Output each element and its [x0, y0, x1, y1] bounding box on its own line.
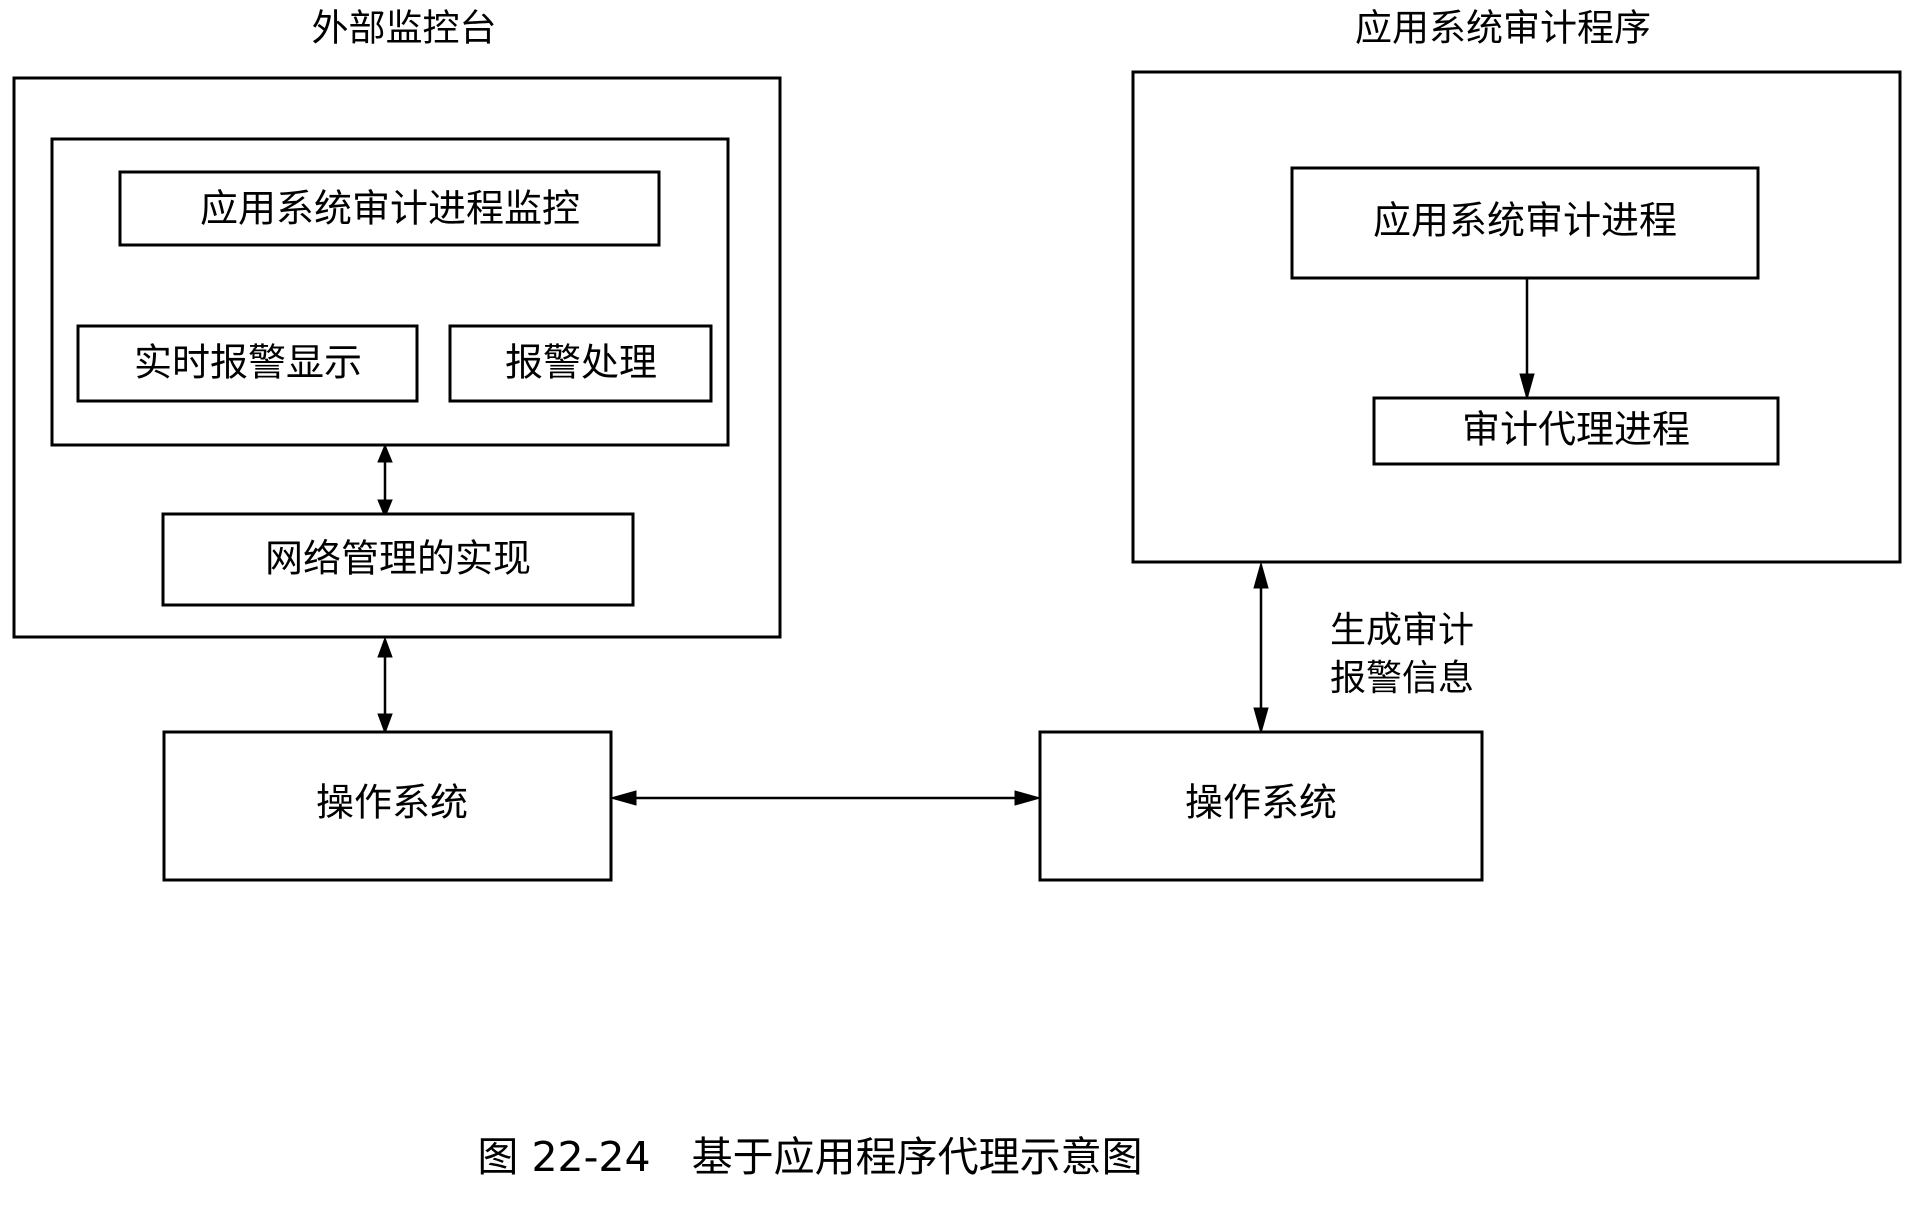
edge-label-generate-audit-line1: 生成审计: [1330, 610, 1474, 651]
edge-external-panel-to-os-left: [377, 636, 393, 735]
box-audit-agent-process[interactable]: [1372, 396, 1780, 466]
panel-monitor-inner-group: [50, 137, 730, 447]
box-label-network-management: 网络管理的实现: [265, 537, 531, 581]
box-label-audit-process-monitor: 应用系统审计进程监控: [200, 187, 580, 231]
box-audit-process-monitor[interactable]: [118, 170, 661, 247]
box-label-audit-agent-process: 审计代理进程: [1462, 408, 1690, 452]
box-label-operating-system-right: 操作系统: [1185, 781, 1337, 825]
box-label-application-audit-process: 应用系统审计进程: [1373, 199, 1677, 243]
panel-title-application-audit-program: 应用系统审计程序: [1355, 7, 1651, 50]
panel-application-audit-program: [1131, 70, 1902, 564]
box-application-audit-process[interactable]: [1290, 166, 1760, 280]
edge-monitor-group-to-network-mgmt: [377, 443, 393, 519]
box-network-management[interactable]: [161, 512, 635, 607]
figure-caption: 图 22-24 基于应用程序代理示意图: [477, 1133, 1142, 1181]
box-realtime-alarm-display[interactable]: [76, 324, 419, 403]
edge-os-left-to-os-right: [609, 790, 1042, 806]
panel-external-monitor-console: [12, 76, 782, 639]
box-label-operating-system-left: 操作系统: [316, 781, 468, 825]
panel-title-external-monitor: 外部监控台: [312, 7, 497, 50]
box-label-alarm-handling: 报警处理: [505, 341, 657, 385]
box-operating-system-left[interactable]: [162, 730, 613, 882]
edge-audit-panel-to-os-right: [1253, 561, 1269, 735]
box-operating-system-right[interactable]: [1038, 730, 1484, 882]
box-label-realtime-alarm-display: 实时报警显示: [134, 341, 362, 385]
edge-label-generate-audit-line2: 报警信息: [1330, 658, 1474, 699]
box-alarm-handling[interactable]: [448, 324, 713, 403]
edge-audit-process-to-agent: [1519, 278, 1535, 401]
